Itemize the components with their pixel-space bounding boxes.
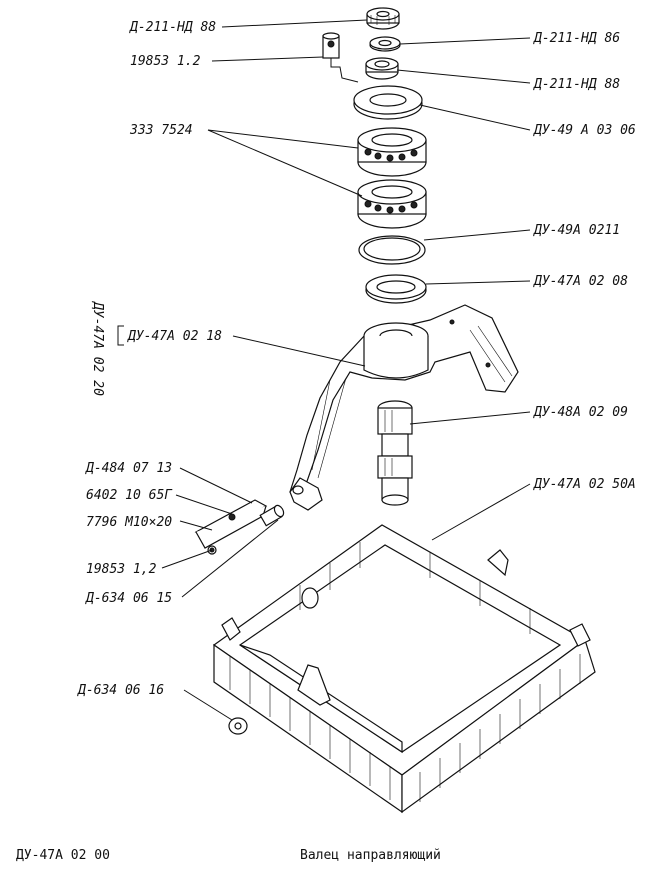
label-du49-ring: ДУ-49А 0211 bbox=[533, 223, 620, 238]
label-du49-washer: ДУ-49 А 03 06 bbox=[533, 123, 636, 138]
label-d484: Д-484 07 13 bbox=[85, 461, 172, 476]
label-d634-15: Д-634 06 15 bbox=[85, 591, 172, 606]
spacer-ring-part bbox=[365, 274, 427, 304]
label-bolt-7796: 7796 М10×20 bbox=[86, 515, 172, 530]
thrust-washer-part bbox=[353, 85, 423, 120]
label-d211-top: Д-211-НД 88 bbox=[129, 20, 216, 35]
guide-shaft-part bbox=[377, 400, 413, 506]
label-bolt-6402: 6402 10 65Г bbox=[86, 488, 173, 503]
castle-nut-part bbox=[366, 7, 400, 30]
bracket-plate-part bbox=[194, 499, 268, 555]
grease-fitting-part bbox=[322, 32, 359, 83]
label-d211-right2: Д-211-НД 88 bbox=[533, 77, 620, 92]
label-d634-16: Д-634 06 16 bbox=[77, 683, 164, 698]
retaining-ring-part bbox=[358, 235, 426, 265]
footer-doc-number: ДУ-47А 02 00 bbox=[16, 848, 110, 863]
label-bearings: 333 7524 bbox=[129, 123, 193, 138]
label-du47-ring: ДУ-47А 02 08 bbox=[533, 274, 628, 289]
footer-title: Валец направляющий bbox=[300, 848, 441, 863]
roller-bearing-lower-part bbox=[357, 179, 427, 229]
label-vertical-assy: ДУ-47А 02 20 bbox=[90, 301, 105, 396]
label-grease-fitting: 19853 1.2 bbox=[130, 54, 201, 69]
label-d211-right1: Д-211-НД 86 bbox=[533, 31, 620, 46]
label-frame: ДУ-47А 02 50А bbox=[533, 477, 636, 492]
label-du48-shaft: ДУ-48А 02 09 bbox=[533, 405, 628, 420]
label-fitting-19853: 19853 1,2 bbox=[86, 562, 157, 577]
label-lever-assy: ДУ-47А 02 18 bbox=[127, 329, 222, 344]
guide-lever-part bbox=[289, 304, 519, 511]
hex-nut-part bbox=[228, 717, 248, 735]
lock-washer-part bbox=[369, 36, 401, 52]
leader-lines bbox=[117, 19, 531, 721]
base-frame-part bbox=[212, 524, 596, 814]
roller-bearing-upper-part bbox=[357, 127, 427, 177]
bushing-part bbox=[259, 504, 285, 527]
nut-part bbox=[365, 57, 399, 80]
